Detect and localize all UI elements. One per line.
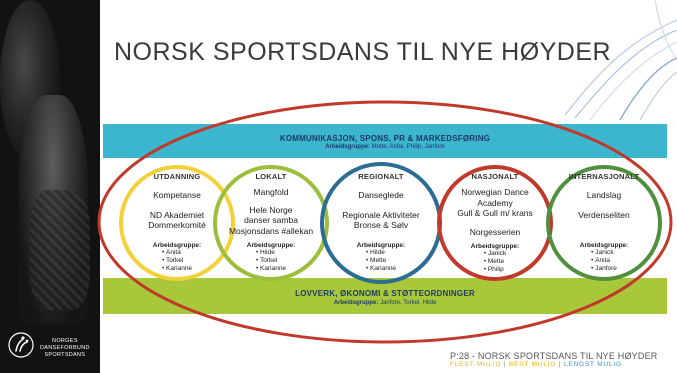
regulations-group-label: Arbeidsgruppe:	[333, 300, 379, 306]
column-line-1: Norwegian Dance	[461, 187, 529, 197]
circle-nasjonalt	[437, 165, 553, 281]
footer: P:28 - NORSK SPORTSDANS TIL NYE HØYDER F…	[450, 351, 660, 368]
group-member: Janfore	[591, 265, 617, 273]
circle-utdanning	[119, 165, 235, 281]
communication-bar-group: Arbeidsgruppe: Mette, Anita, Philip, Jan…	[103, 144, 667, 150]
group-member: Mette	[484, 258, 507, 266]
outer-ellipse	[97, 100, 673, 344]
communication-group-members: Mette, Anita, Philip, Janfore	[371, 144, 445, 150]
column-line-1: Kompetanse	[153, 190, 201, 200]
column-title: INTERNASJONALT	[568, 172, 640, 181]
group-member: Philip	[484, 266, 507, 274]
group-members: Anita Torkel Karianne	[162, 249, 192, 273]
group-members: Janick Anita Janfore	[591, 249, 617, 273]
communication-bar: KOMMUNIKASJON, SPONS, PR & MARKEDSFØRING…	[103, 124, 667, 158]
column-internasjonalt: INTERNASJONALT Landslag Verdenseliten Ar…	[552, 172, 656, 275]
group-members: Hilde Mette Karianne	[366, 249, 396, 273]
group-member: Torkel	[162, 257, 192, 265]
regulations-bar: LOVVERK, ØKONOMI & STØTTEORDNINGER Arbei…	[103, 278, 667, 314]
group-member: Janick	[591, 249, 617, 257]
group-member: Hilde	[256, 249, 286, 257]
group-member: Janick	[484, 250, 506, 258]
column-line-2: ND Akademiet	[149, 209, 205, 220]
column-line-4: Mosjonsdans #allekan	[228, 225, 314, 236]
column-line-1: Landslag	[586, 190, 622, 200]
group-label: Arbeidsgruppe:	[579, 242, 629, 249]
column-title: UTDANNING	[153, 172, 201, 181]
column-line-2: Verdenseliten	[578, 209, 630, 220]
group-label: Arbeidsgruppe:	[470, 243, 520, 250]
column-line-3: Gull & Gull m/ krans	[457, 208, 533, 218]
logo-line-2: DANSEFORBUND	[40, 345, 90, 351]
circle-internasjonalt	[546, 165, 662, 281]
group-label: Arbeidsgruppe:	[152, 241, 202, 249]
footer-title: P:28 - NORSK SPORTSDANS TIL NYE HØYDER	[450, 351, 658, 361]
column-line-3: Bronse & Sølv	[353, 220, 409, 230]
group-member: Anita	[162, 249, 192, 257]
group-members: Janick Mette Philip	[484, 250, 507, 274]
column-line-1: Mangfold	[253, 187, 289, 197]
column-line-3: Dommerkomité	[148, 220, 206, 230]
column-title: REGIONALT	[358, 172, 404, 181]
regulations-bar-title: LOVVERK, ØKONOMI & STØTTEORDNINGER	[295, 289, 475, 298]
column-line-3: danser samba	[244, 215, 298, 225]
column-line-4: Norgesserien	[469, 226, 521, 237]
column-line-1: Danseglede	[358, 190, 404, 200]
column-title: LOKALT	[255, 172, 287, 181]
column-lokalt: LOKALT Mangfold Hele Norge danser samba …	[216, 172, 326, 275]
column-line-2: Academy	[477, 197, 513, 208]
dancer-photo: NORGES DANSEFORBUND SPORTSDANS	[0, 0, 100, 373]
regulations-bar-group: Arbeidsgruppe: Janfore, Torkel, Hilde	[103, 300, 667, 306]
footer-tagline: FLEST MULIG | BEST MULIG | LENGST MULIG	[450, 361, 622, 368]
tagline-best: BEST MULIG	[509, 361, 557, 368]
page-title: NORSK SPORTSDANS TIL NYE HØYDER	[114, 38, 612, 66]
communication-bar-title: KOMMUNIKASJON, SPONS, PR & MARKEDSFØRING	[279, 134, 491, 143]
group-members: Hilde Torkel Karianne	[256, 249, 286, 273]
column-title: NASJONALT	[471, 172, 519, 181]
column-nasjonalt: NASJONALT Norwegian Dance Academy Gull &…	[443, 172, 547, 276]
group-member: Hilde	[366, 249, 396, 257]
regulations-group-members: Janfore, Torkel, Hilde	[380, 300, 437, 306]
column-utdanning: UTDANNING Kompetanse ND Akademiet Dommer…	[127, 172, 227, 275]
group-label: Arbeidsgruppe:	[356, 241, 406, 249]
dance-logo-icon	[8, 332, 34, 358]
tagline-flest: FLEST MULIG	[450, 361, 502, 368]
logo-line-1: NORGES	[52, 338, 78, 344]
group-member: Karianne	[162, 265, 192, 273]
tagline-lengst: LENGST MULIG	[563, 361, 622, 368]
group-member: Torkel	[256, 257, 286, 265]
column-regionalt: REGIONALT Danseglede Regionale Aktivitet…	[330, 172, 432, 275]
group-member: Karianne	[256, 265, 286, 273]
logo-line-3: SPORTSDANS	[44, 352, 86, 358]
group-label: Arbeidsgruppe:	[246, 242, 296, 249]
decorative-swoosh	[564, 0, 677, 120]
group-member: Anita	[591, 257, 617, 265]
group-member: Karianne	[366, 265, 396, 273]
group-member: Mette	[366, 257, 396, 265]
communication-group-label: Arbeidsgruppe:	[325, 144, 370, 150]
circle-lokalt	[213, 165, 329, 281]
column-line-2: Regionale Aktiviteter	[342, 209, 420, 220]
logo: NORGES DANSEFORBUND SPORTSDANS	[4, 330, 100, 370]
column-line-2: Hele Norge	[249, 204, 293, 215]
